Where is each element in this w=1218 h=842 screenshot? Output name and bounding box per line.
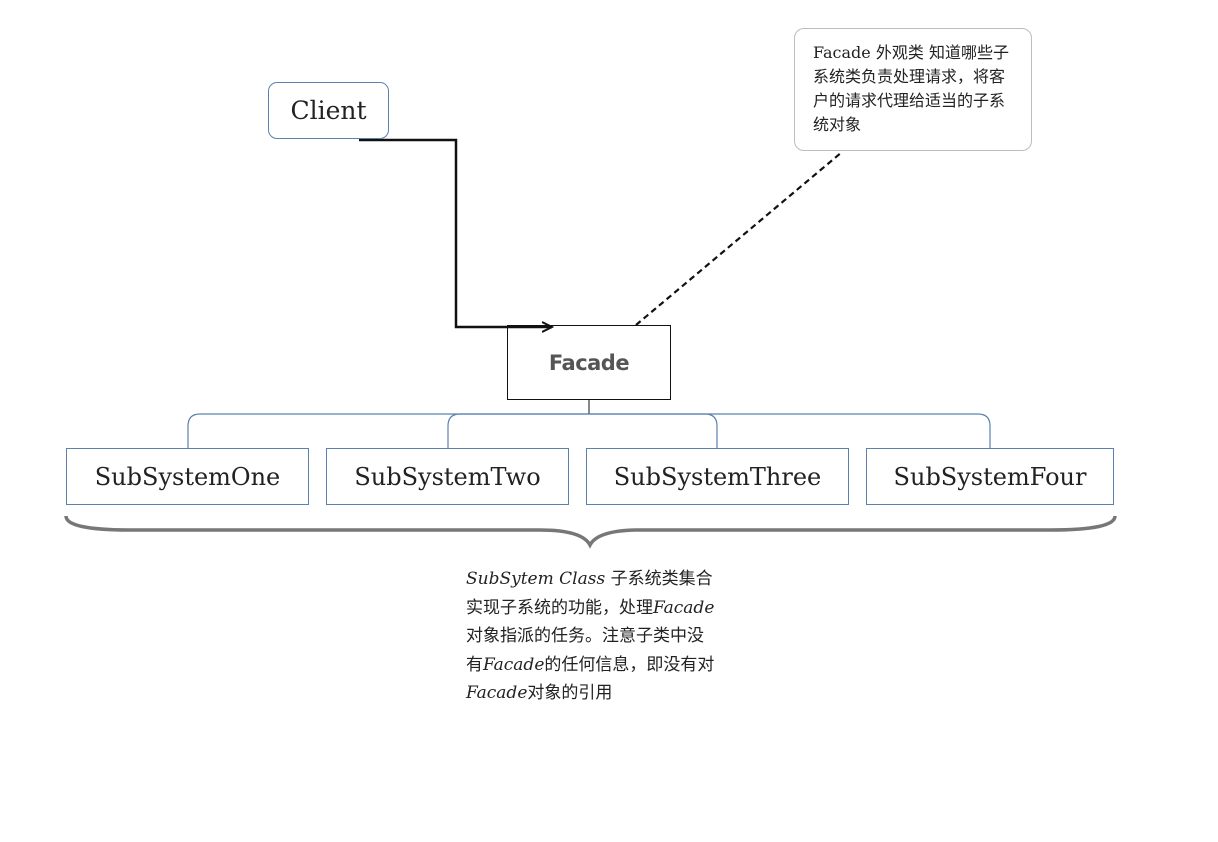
subsystem-note-text-3: 的任何信息，即没有对 <box>544 654 715 675</box>
subsystem-curly-brace <box>64 515 1117 549</box>
client-box[interactable]: Client <box>268 82 389 139</box>
subsystem-note-facade-2: Facade <box>483 654 545 675</box>
subsystem-one-box[interactable]: SubSystemOne <box>66 448 309 505</box>
subsystem-note-term: SubSytem Class <box>466 569 606 589</box>
facade-note-connector <box>635 151 843 326</box>
facade-label: Facade <box>548 350 630 375</box>
subsystem-one-label: SubSystemOne <box>94 462 281 491</box>
facade-box[interactable]: Facade <box>507 325 671 400</box>
subsystem-four-label: SubSystemFour <box>893 462 1087 491</box>
subsystem-note-text-4: 对象的引用 <box>527 683 613 703</box>
subsystem-three-label: SubSystemThree <box>613 462 822 491</box>
subsystem-note-facade-1: Facade <box>653 597 715 618</box>
subsystem-note-text-2: 对象指派的任务。注意子类中没有 <box>466 626 704 675</box>
subsystem-class-note: SubSytem Class 子系统类集合 实现子系统的功能，处理Facade对… <box>466 565 716 708</box>
subsystem-two-box[interactable]: SubSystemTwo <box>326 448 569 505</box>
subsystem-bracket-right <box>447 413 991 448</box>
client-label: Client <box>290 96 367 125</box>
subsystem-four-box[interactable]: SubSystemFour <box>866 448 1114 505</box>
client-to-facade-arrow <box>359 138 552 327</box>
subsystem-three-box[interactable]: SubSystemThree <box>586 448 849 505</box>
facade-note-text: Facade 外观类 知道哪些子系统类负责处理请求，将客户的请求代理给适当的子系… <box>813 43 1009 134</box>
facade-note: Facade 外观类 知道哪些子系统类负责处理请求，将客户的请求代理给适当的子系… <box>794 28 1032 151</box>
subsystem-two-label: SubSystemTwo <box>354 462 541 491</box>
subsystem-note-facade-3: Facade <box>466 683 528 703</box>
subsystem-note-text-1: 子系统类集合 实现子系统的功能，处理 <box>466 569 713 618</box>
subsystem-bracket-left <box>187 413 718 448</box>
